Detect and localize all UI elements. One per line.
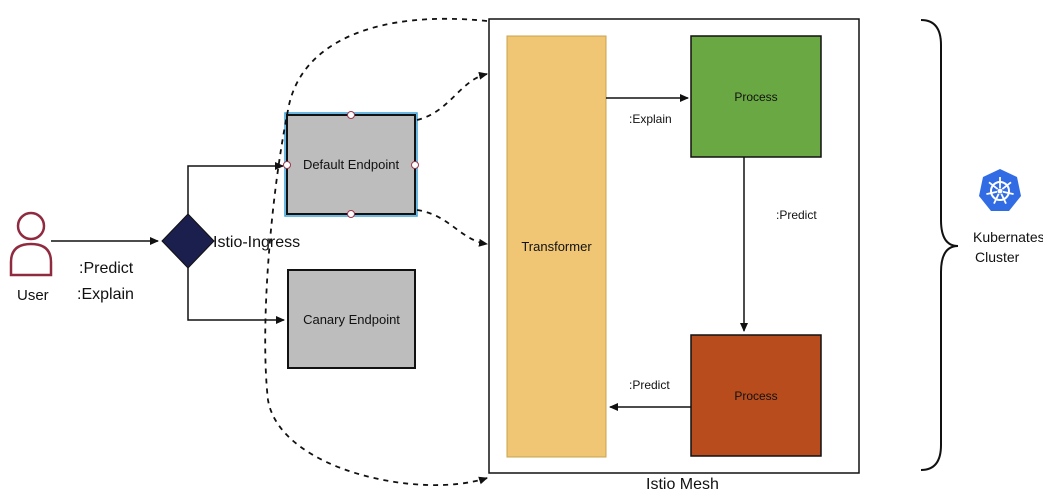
- edge-predict-back-label: :Predict: [629, 378, 670, 392]
- cluster-brace: [920, 19, 959, 471]
- user-label: User: [17, 287, 49, 304]
- user-icon: [9, 211, 53, 277]
- selection-handle-left[interactable]: [283, 161, 291, 169]
- cluster-label-line2: Cluster: [975, 249, 1020, 265]
- process-bottom-label: Process: [734, 388, 778, 403]
- ingress-label: Istio-Ingress: [213, 234, 301, 251]
- istio-ingress-diamond[interactable]: [161, 213, 215, 269]
- default-to-mesh-dashed-bottom: [416, 209, 488, 247]
- transformer-box[interactable]: [506, 35, 607, 458]
- ingress-to-default-edge: [187, 162, 284, 214]
- loop-dashed-path: [264, 17, 488, 486]
- ingress-to-canary-edge: [187, 268, 285, 324]
- cluster-label-line1: Kubernates: [973, 229, 1043, 245]
- canary-endpoint-label: Canary Endpoint: [303, 311, 400, 327]
- default-to-mesh-dashed-top: [416, 71, 488, 121]
- request-predict-label: :Predict: [79, 260, 134, 277]
- selection-handle-right[interactable]: [411, 161, 419, 169]
- process-top-label: Process: [734, 89, 778, 104]
- process-bottom-box[interactable]: [690, 334, 822, 457]
- process-top-box[interactable]: [690, 35, 822, 158]
- selection-handle-top[interactable]: [347, 111, 355, 119]
- request-explain-label: :Explain: [77, 286, 134, 303]
- default-endpoint-label: Default Endpoint: [302, 157, 400, 172]
- selection-handle-bottom[interactable]: [347, 210, 355, 218]
- istio-mesh-label: Istio Mesh: [646, 476, 719, 493]
- edge-predict-down-label: :Predict: [776, 208, 817, 222]
- edge-explain-label: :Explain: [629, 112, 672, 126]
- canary-endpoint-box[interactable]: [287, 269, 416, 369]
- transformer-label: Transformer: [521, 239, 592, 254]
- kubernetes-icon: [979, 169, 1021, 211]
